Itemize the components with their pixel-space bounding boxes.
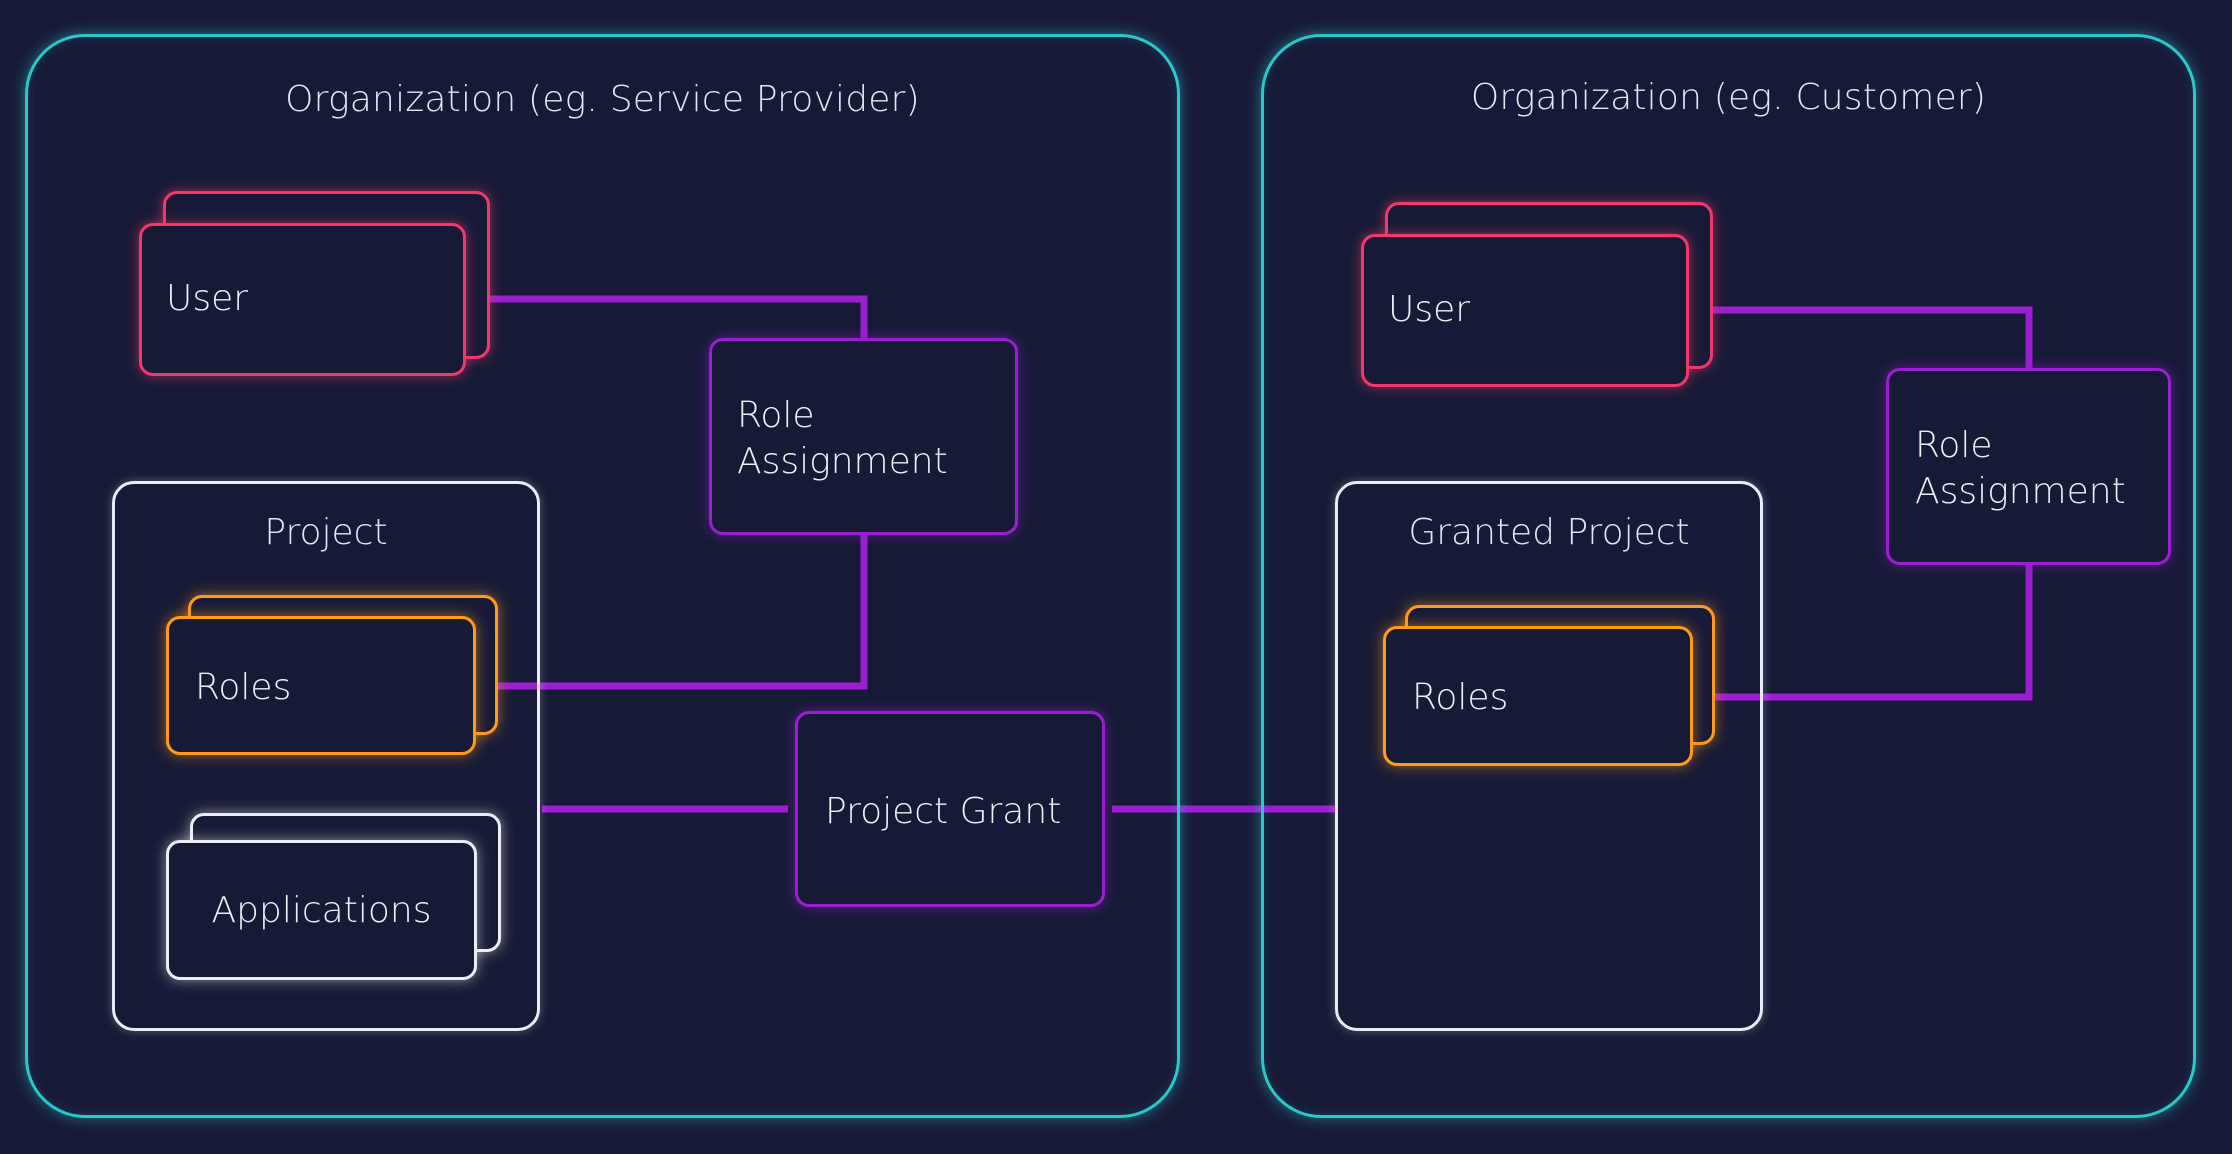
organization-customer: Organization (eg. Customer): [1261, 34, 2196, 1118]
project-title: Project: [264, 512, 388, 553]
applications-label: Applications: [211, 890, 432, 931]
user-card: User: [1361, 234, 1689, 387]
roles-card: Roles: [1383, 626, 1693, 766]
organization-service-provider: Organization (eg. Service Provider): [25, 34, 1180, 1118]
roles-label: Roles: [195, 667, 292, 708]
role-assignment: Role Assignment: [1886, 368, 2171, 565]
granted-project: Granted Project: [1335, 481, 1763, 1031]
role-assignment: Role Assignment: [709, 338, 1018, 535]
project-grant-label: Project Grant: [825, 791, 1062, 832]
applications-card: Applications: [166, 840, 477, 980]
roles-label: Roles: [1412, 677, 1509, 718]
organization-title: Organization (eg. Customer): [1470, 77, 1987, 118]
granted-project-title: Granted Project: [1408, 512, 1690, 553]
role-assignment-label: Role Assignment: [737, 395, 948, 482]
user-label: User: [166, 278, 249, 319]
role-assignment-label: Role Assignment: [1915, 425, 2126, 512]
organization-title: Organization (eg. Service Provider): [285, 79, 920, 120]
project-grant: Project Grant: [795, 711, 1105, 907]
roles-card: Roles: [166, 616, 476, 755]
project: Project: [112, 481, 540, 1031]
user-label: User: [1388, 289, 1471, 330]
user-card: User: [139, 223, 466, 376]
